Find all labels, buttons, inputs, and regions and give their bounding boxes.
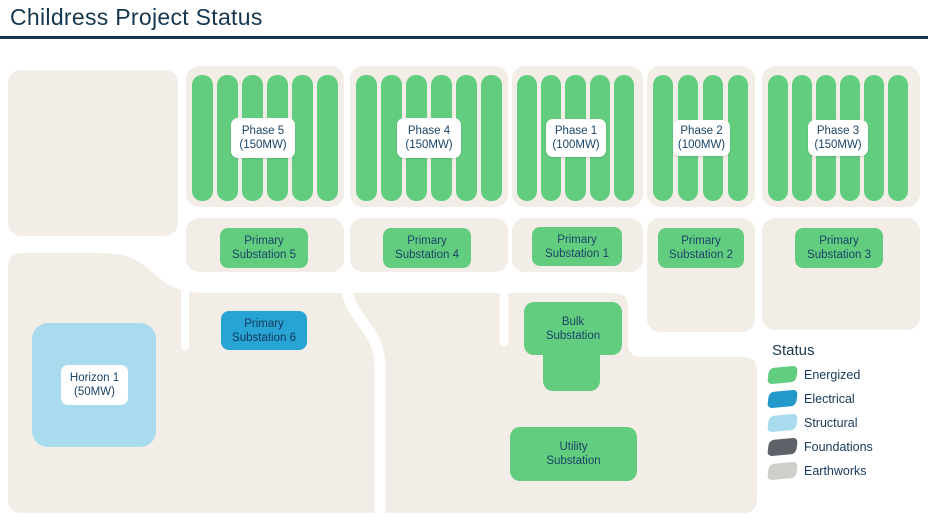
legend-item-structural: Structural <box>767 413 873 432</box>
solar-array-bar <box>613 75 635 201</box>
phase-capacity: (100MW) <box>677 139 726 151</box>
horizon-1-block[interactable]: Horizon 1 (50MW) <box>32 323 156 447</box>
phase-3-array <box>768 75 908 201</box>
utility-substation-button[interactable]: Utility Substation <box>510 427 637 481</box>
solar-array-bar <box>792 75 812 201</box>
solar-array-bar <box>317 75 338 201</box>
solar-array-bar <box>292 75 313 201</box>
substation-label-line2: Substation 1 <box>545 247 609 260</box>
primary-substation-3-button[interactable]: Primary Substation 3 <box>795 228 883 268</box>
legend-item-foundations: Foundations <box>767 437 873 456</box>
phase-2-label[interactable]: Phase 2 (100MW) <box>673 120 730 156</box>
title-underline <box>0 36 928 39</box>
structural-swatch <box>767 413 798 432</box>
phase-4-label[interactable]: Phase 4 (150MW) <box>397 118 461 158</box>
substation-label-line2: Substation 6 <box>232 331 296 344</box>
legend-label: Foundations <box>804 439 873 454</box>
bulk-substation-button[interactable]: Bulk Substation <box>524 302 622 391</box>
phase-name: Phase 3 <box>816 125 860 137</box>
legend-title: Status <box>772 342 815 359</box>
solar-array-bar <box>653 75 673 201</box>
legend-item-earthworks: Earthworks <box>767 461 873 480</box>
page-title: Childress Project Status <box>10 4 263 30</box>
phase-name: Phase 4 <box>407 125 451 137</box>
legend-item-electrical: Electrical <box>767 389 873 408</box>
legend-label: Energized <box>804 367 861 382</box>
substation-label-line1: Primary <box>244 235 284 247</box>
earthworks-swatch <box>767 461 798 480</box>
phase-5-label[interactable]: Phase 5 (150MW) <box>231 118 295 158</box>
solar-array-bar <box>768 75 788 201</box>
substation-label-line1: Primary <box>557 233 597 246</box>
substation-label-line2: Substation 3 <box>807 249 871 261</box>
primary-substation-5-button[interactable]: Primary Substation 5 <box>220 228 308 268</box>
solar-array-bar <box>217 75 238 201</box>
substation-label-line1: Primary <box>244 317 284 330</box>
solar-array-bar <box>356 75 377 201</box>
solar-array-bar <box>864 75 884 201</box>
substation-label-line2: Substation 2 <box>669 249 733 261</box>
legend-label: Earthworks <box>804 463 867 478</box>
phase-capacity: (150MW) <box>405 139 453 151</box>
substation-label-line1: Utility <box>559 441 588 453</box>
parcel-top-left <box>8 70 178 236</box>
solar-array-bar <box>381 75 402 201</box>
legend-label: Structural <box>804 415 858 430</box>
phase-capacity: (100MW) <box>552 139 600 151</box>
solar-array-bar <box>728 75 748 201</box>
road-curved <box>340 280 386 521</box>
substation-label-line2: Substation <box>545 329 601 342</box>
substation-label-line2: Substation 4 <box>395 249 459 261</box>
foundations-swatch <box>767 437 798 456</box>
substation-label-line2: Substation 5 <box>232 249 296 261</box>
phase-1-label[interactable]: Phase 1 (100MW) <box>546 119 606 157</box>
primary-substation-6-button[interactable]: Primary Substation 6 <box>221 311 307 350</box>
legend-item-energized: Energized <box>767 365 873 384</box>
electrical-swatch <box>767 389 798 408</box>
phase-1-array <box>517 75 635 201</box>
solar-array-bar <box>517 75 538 201</box>
status-legend: Status Energized Electrical Structural F… <box>767 342 873 485</box>
phase-capacity: (150MW) <box>814 139 862 151</box>
solar-array-bar <box>481 75 502 201</box>
substation-label-line1: Primary <box>681 235 721 247</box>
phase-name: Phase 1 <box>554 125 598 137</box>
phase-name: Phase 5 <box>241 125 285 137</box>
substation-label-line1: Primary <box>819 235 859 247</box>
horizon-name: Horizon 1 <box>69 372 120 384</box>
phase-name: Phase 2 <box>680 125 723 137</box>
phase-capacity: (150MW) <box>239 139 287 151</box>
substation-label-line1: Bulk <box>561 315 585 328</box>
solar-array-bar <box>192 75 213 201</box>
solar-array-bar <box>456 75 477 201</box>
solar-array-bar <box>888 75 908 201</box>
substation-label-line1: Primary <box>407 235 447 247</box>
primary-substation-4-button[interactable]: Primary Substation 4 <box>383 228 471 268</box>
phase-3-label[interactable]: Phase 3 (150MW) <box>808 120 868 156</box>
substation-label-line2: Substation <box>546 455 601 467</box>
legend-label: Electrical <box>804 391 855 406</box>
horizon-1-label: Horizon 1 (50MW) <box>61 365 128 405</box>
bulk-substation-tab <box>543 342 600 391</box>
primary-substation-1-button[interactable]: Primary Substation 1 <box>532 227 622 266</box>
energized-swatch <box>767 365 798 384</box>
horizon-capacity: (50MW) <box>74 386 115 398</box>
primary-substation-2-button[interactable]: Primary Substation 2 <box>658 228 744 268</box>
